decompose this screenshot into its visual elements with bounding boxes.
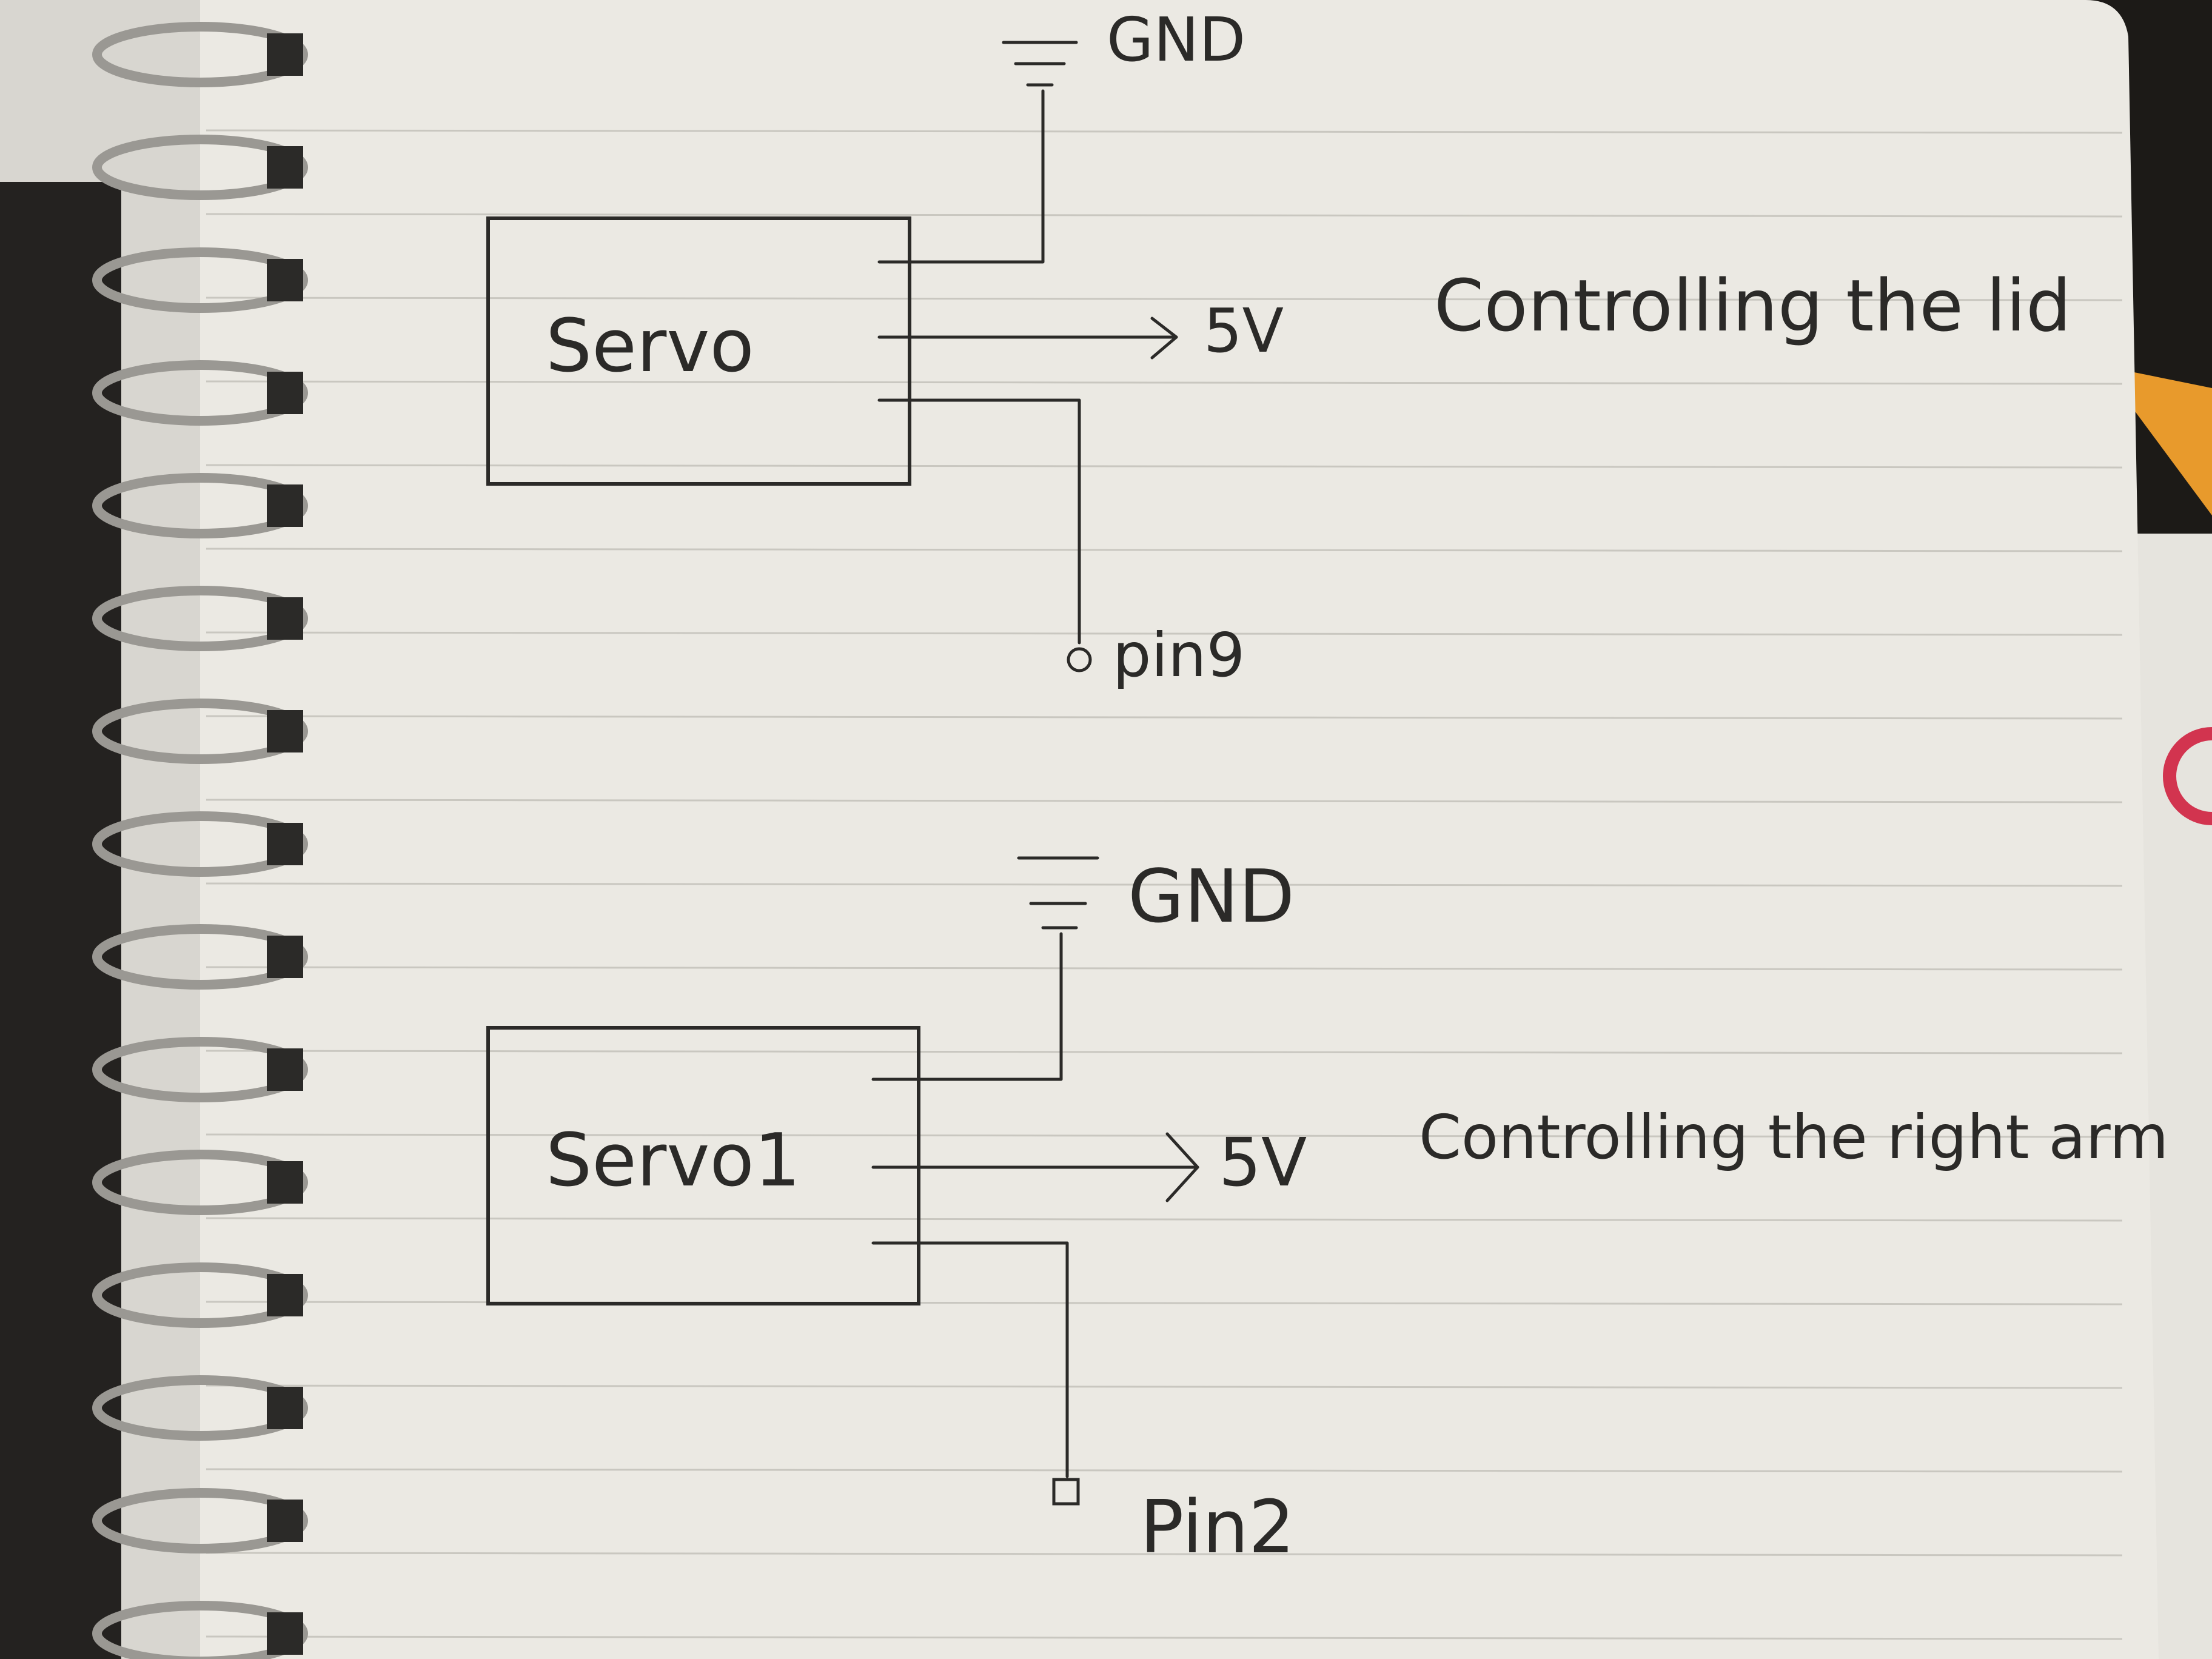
servo-bottom-ground-wire [871,932,1063,1081]
binding-hole [267,1048,303,1091]
servo-top-power-label: 5V [1204,295,1284,366]
servo-bottom-caption: Controlling the right arm [1419,1102,2168,1173]
servo-top-circuit: Servo GND 5V pin9 Controlling the lid [486,4,2071,691]
binding-hole [267,936,303,978]
binding-hole [267,484,303,527]
ruled-line [206,715,2123,720]
ruled-line [206,966,2123,971]
ruled-line [206,129,2123,134]
ruled-line [206,1050,2123,1054]
binding-hole [267,33,303,76]
ruled-line [206,213,2123,218]
ruled-line [206,1635,2123,1640]
binding-hole [267,1387,303,1429]
ruled-line [206,1468,2123,1473]
binding-hole [267,259,303,301]
binding-hole [267,1274,303,1316]
binding-hole [267,1161,303,1204]
servo-bottom-label: Servo1 [546,1119,800,1203]
servo-top-ground-label: GND [1107,4,1245,75]
servo-top-signal-label: pin9 [1113,620,1245,691]
binding-hole [267,372,303,414]
ruled-line [206,548,2123,552]
binding-hole [267,710,303,752]
arrow-icon [1165,1132,1199,1202]
servo-bottom-ground-label: GND [1128,855,1295,939]
servo-bottom-signal-label: Pin2 [1140,1486,1295,1570]
servo-bottom-circuit: Servo1 GND 5V Pin2 Controlling the right… [486,855,2168,1570]
binding-hole [267,597,303,640]
ruled-line [206,464,2123,469]
binding-hole [267,1500,303,1542]
ruled-line [206,799,2123,803]
ruled-line [206,1133,2123,1138]
pin-terminal-icon [1052,1478,1080,1506]
spiral-binding [92,22,308,1659]
notebook-page [0,0,2159,1659]
binding-hole [267,146,303,189]
servo-top-label: Servo [546,304,754,389]
ruled-line [206,882,2123,887]
ruled-line [206,380,2123,385]
binding-hole [267,823,303,865]
red-logo-mark [2163,727,2212,825]
ruled-line [206,1552,2123,1557]
binding-hole [267,1612,303,1655]
pencil [2122,370,2212,515]
servo-top-ground-wire [877,89,1045,264]
servo-bottom-power-label: 5V [1219,1124,1307,1201]
servo-top-caption: Controlling the lid [1434,264,2071,347]
ruled-line [206,1384,2123,1389]
pin-terminal-icon [1067,647,1092,672]
servo-bottom-signal-wire [871,1241,1069,1478]
arrow-icon [1150,317,1178,360]
servo-top-box [486,216,911,486]
ruled-line [206,297,2123,301]
servo-top-signal-wire [877,398,1081,645]
ruled-line [206,631,2123,636]
ruled-line [206,1217,2123,1222]
